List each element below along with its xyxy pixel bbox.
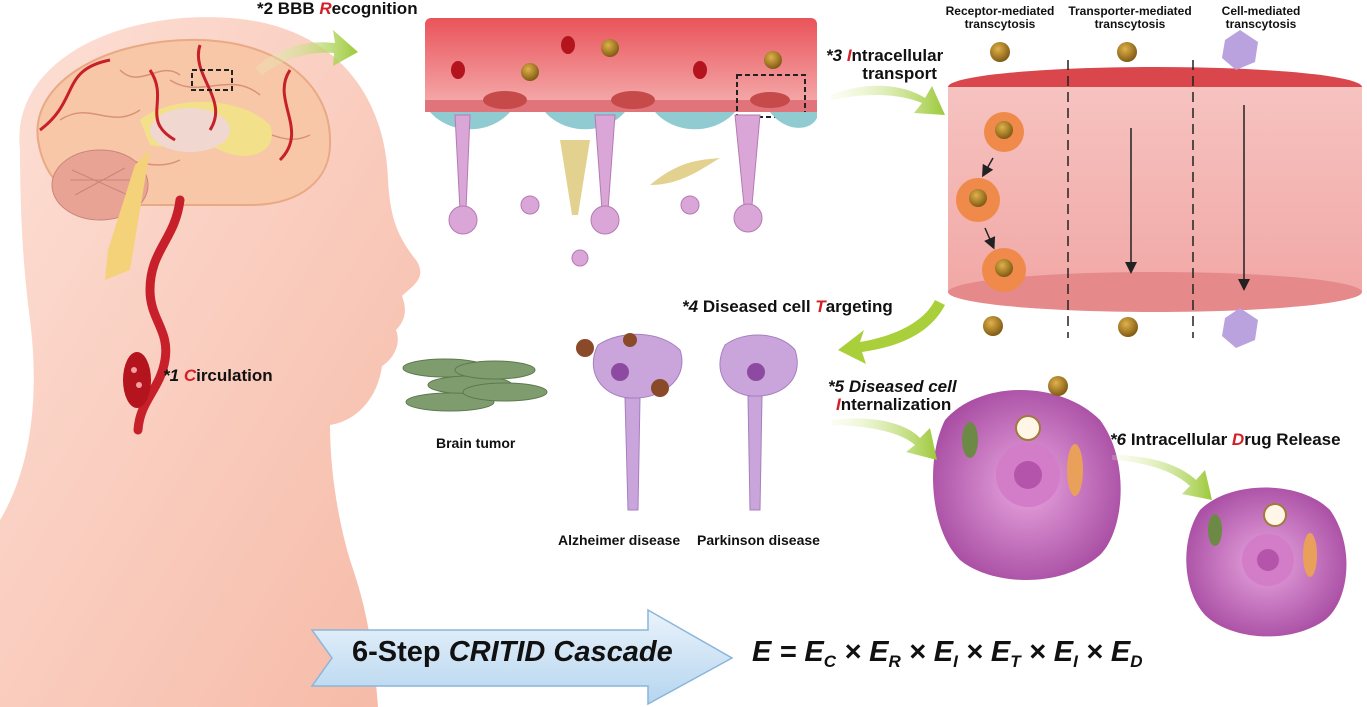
target-cells — [933, 376, 1347, 637]
step4-label: *4 Diseased cell Targeting — [682, 298, 893, 316]
step6-label: *6 Intracellular Drug Release — [1110, 431, 1341, 449]
equation-term-6: ED — [1110, 636, 1143, 671]
transporter-transcytosis-label: Transporter-mediated transcytosis — [1064, 5, 1196, 30]
step4-text: argeting — [825, 297, 893, 316]
step5-number: *5 — [828, 377, 845, 396]
cell-transcytosis-line1: Cell-mediated — [1221, 4, 1301, 18]
step3-text-line2: transport — [862, 63, 937, 83]
brain-tumor-label: Brain tumor — [436, 435, 516, 451]
transporter-transcytosis-line2: transcytosis — [1094, 16, 1166, 31]
receptor-transcytosis-line1: Receptor-mediated — [945, 4, 1055, 18]
parkinson-label: Parkinson disease — [697, 532, 820, 548]
step2-label: *2 BBB Recognition — [257, 0, 418, 18]
step4-number: *4 — [682, 297, 699, 316]
carotid-artery — [123, 195, 185, 435]
equation-term-3: EI — [933, 636, 958, 671]
receptor-transcytosis-label: Receptor-mediated transcytosis — [940, 5, 1060, 30]
brain — [36, 38, 332, 280]
cascade-name: CRITID Cascade — [448, 636, 673, 668]
step5-text: nternalization — [840, 394, 952, 414]
step2-number: *2 BBB — [257, 0, 315, 18]
step6-initial: D — [1231, 430, 1245, 449]
cascade-title: 6-Step CRITID Cascade — [352, 636, 673, 669]
diseased-cells — [402, 333, 798, 511]
transporter-transcytosis-line1: Transporter-mediated — [1068, 4, 1192, 18]
efficiency-equation: E = EC × ER × EI × ET × EI × ED — [752, 636, 1143, 671]
step5-label: *5 Diseased cell Internalization — [828, 378, 957, 414]
flow-arrows — [255, 30, 1212, 500]
step2-initial: R — [319, 0, 332, 18]
equation-lhs: E — [752, 636, 772, 668]
step3-text: ntracellular — [851, 46, 944, 65]
equation-term-4: ET — [990, 636, 1021, 671]
equation-term-1: EC — [804, 636, 837, 671]
bbb-vessel-panel — [425, 18, 817, 267]
receptor-transcytosis-line2: transcytosis — [964, 16, 1036, 31]
equation-term-5: EI — [1053, 636, 1078, 671]
cell-transcytosis-line2: transcytosis — [1225, 16, 1297, 31]
step6-number: *6 — [1110, 430, 1127, 449]
step1-text: irculation — [196, 366, 273, 385]
equation-term-2: ER — [869, 636, 901, 671]
step6-prefix: Intracellular — [1130, 430, 1228, 449]
step2-text: ecognition — [331, 0, 418, 18]
step1-number: *1 — [163, 366, 180, 385]
cascade-prefix: 6-Step — [352, 636, 441, 668]
step1-initial: C — [183, 366, 197, 385]
alzheimer-label: Alzheimer disease — [558, 532, 681, 548]
step6-text: rug Release — [1244, 430, 1341, 449]
step5-initial: I — [836, 394, 841, 414]
cell-transcytosis-label: Cell-mediated transcytosis — [1206, 5, 1316, 30]
cascade-arrow — [310, 608, 734, 706]
step1-label: *1 Circulation — [163, 367, 273, 385]
step3-label: *3 Intracellular transport — [826, 47, 943, 83]
step3-number: *3 — [826, 46, 843, 65]
step4-initial: T — [815, 297, 826, 316]
transcytosis-tube — [948, 30, 1362, 348]
step4-prefix: Diseased cell — [702, 297, 811, 316]
step5-prefix: Diseased cell — [848, 377, 957, 396]
step3-initial: I — [846, 46, 852, 65]
